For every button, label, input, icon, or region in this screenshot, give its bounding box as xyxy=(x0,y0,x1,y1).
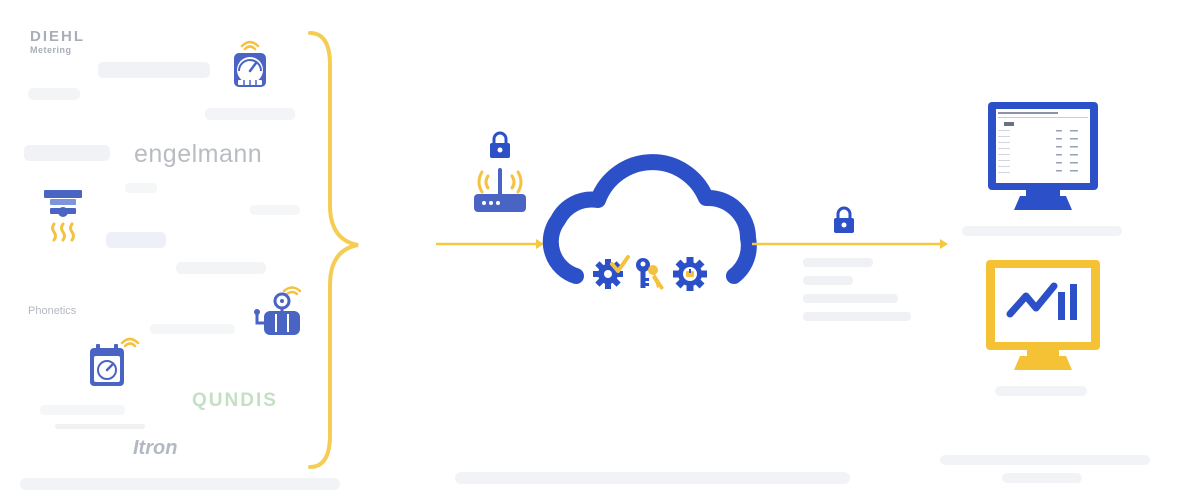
monitor-chart-icon xyxy=(986,260,1100,370)
logo-faint-4 xyxy=(24,145,110,161)
logo-faint-5 xyxy=(125,183,157,193)
arrow-to-cloud xyxy=(436,239,544,249)
gauge-meter-icon xyxy=(234,40,266,87)
monitor-table-icon xyxy=(988,102,1098,210)
faint-caption-left xyxy=(20,478,340,490)
logo-faint-9 xyxy=(150,324,235,334)
cloud-icon xyxy=(542,154,757,284)
grouping-brace xyxy=(308,31,359,469)
faint-caption-monitor-1 xyxy=(962,226,1122,236)
logo-faint-11 xyxy=(55,424,145,429)
logo-qundis: QUNDIS xyxy=(192,390,278,411)
faint-caption-right xyxy=(940,455,1155,485)
logo-itron: Itron xyxy=(133,437,178,459)
calendar-meter-icon xyxy=(90,337,140,386)
smoke-detector-icon xyxy=(44,190,82,242)
faint-caption-arrow xyxy=(803,258,913,330)
water-meter-icon xyxy=(254,286,302,335)
logo-faint-8 xyxy=(176,262,266,274)
gear-check-icon xyxy=(593,255,630,289)
logo-diehl-title: DIEHL xyxy=(30,28,85,45)
logo-phonetics-text: Phonetics xyxy=(28,305,77,317)
lock-icon xyxy=(490,131,510,158)
logo-faint-6 xyxy=(250,205,300,215)
logo-diehl: DIEHL Metering xyxy=(30,28,85,55)
arrow-to-outputs xyxy=(752,239,948,249)
logo-faint-10 xyxy=(40,405,125,415)
faint-caption-center xyxy=(455,472,850,484)
lock-icon xyxy=(834,206,854,233)
logo-faint-3 xyxy=(205,108,295,120)
logo-phonetics: Phonetics xyxy=(28,305,76,317)
logo-faint-7 xyxy=(106,232,166,248)
logo-faint-1 xyxy=(98,62,210,78)
keys-icon xyxy=(636,258,664,290)
logo-diehl-sub: Metering xyxy=(30,45,72,55)
faint-caption-monitor-2 xyxy=(995,386,1087,396)
gear-icon xyxy=(673,257,707,291)
router-icon xyxy=(474,168,526,212)
logo-engelmann: engelmann xyxy=(134,140,263,168)
logo-faint-2 xyxy=(28,88,80,100)
